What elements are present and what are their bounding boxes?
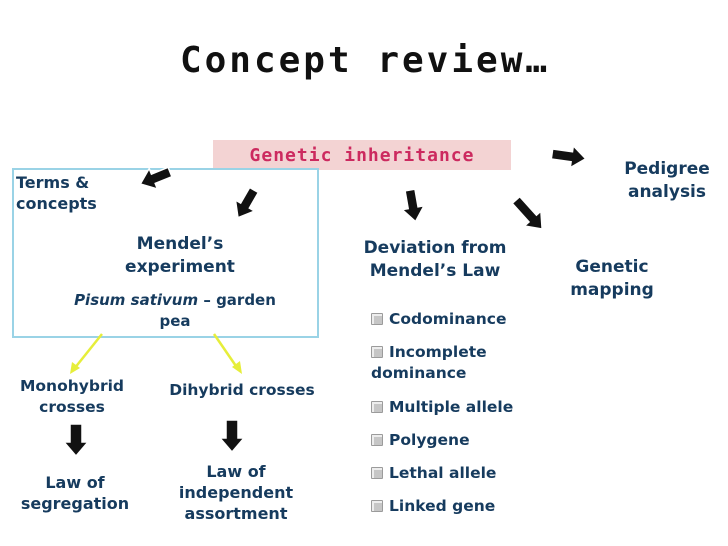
bullet-icon <box>371 312 383 325</box>
arrow-to-law-segregation <box>62 423 90 458</box>
arrow-to-law-independent <box>218 419 246 454</box>
node-law-of-segregation: Law of segregation <box>20 473 130 513</box>
root-node: Genetic inheritance <box>213 140 511 170</box>
root-label: Genetic inheritance <box>249 144 475 166</box>
connector-to-monohybrid <box>70 333 103 374</box>
bullet-icon <box>371 499 383 512</box>
arrow-to-terms <box>139 166 173 191</box>
arrow-to-mapping <box>511 195 543 230</box>
node-law-independent-assortment: Law of independent assortment <box>178 462 294 523</box>
deviation-item: Incomplete dominance <box>371 342 511 384</box>
arrow-to-pedigree <box>550 144 587 170</box>
arrow-to-deviation <box>400 188 426 223</box>
node-terms-concepts: Terms & concepts <box>16 173 97 213</box>
node-dihybrid-crosses: Dihybrid crosses <box>169 381 315 399</box>
bullet-icon <box>371 433 383 446</box>
connector-to-dihybrid <box>212 333 242 374</box>
deviation-item: Lethal allele <box>371 463 521 484</box>
node-pedigree-analysis: Pedigree analysis <box>624 159 710 202</box>
bullet-icon <box>371 345 383 358</box>
deviation-item-label: Incomplete dominance <box>371 343 487 382</box>
deviation-item: Linked gene <box>371 496 521 517</box>
mendel-detail: Pisum sativum – garden pea <box>60 290 290 332</box>
bullet-icon <box>371 400 383 413</box>
deviation-item: Multiple allele <box>371 397 531 418</box>
deviation-item-label: Polygene <box>389 431 470 449</box>
deviation-item-label: Lethal allele <box>389 464 497 482</box>
arrow-to-mendel <box>234 186 260 219</box>
node-mendel-experiment: Mendel’s experiment <box>125 234 235 277</box>
node-deviation: Deviation from Mendel’s Law <box>363 238 507 281</box>
bullet-icon <box>371 466 383 479</box>
species-name: Pisum sativum <box>74 291 199 309</box>
node-monohybrid-crosses: Monohybrid crosses <box>19 377 125 416</box>
slide-title: Concept review… <box>179 40 551 81</box>
node-genetic-mapping: Genetic mapping <box>570 257 654 300</box>
deviation-item-label: Multiple allele <box>389 398 514 416</box>
deviation-item-label: Codominance <box>389 310 507 328</box>
deviation-item: Polygene <box>371 430 521 451</box>
deviation-item-label: Linked gene <box>389 497 496 515</box>
species-common-name: – garden pea <box>159 291 276 330</box>
deviation-item: Codominance <box>371 309 521 330</box>
